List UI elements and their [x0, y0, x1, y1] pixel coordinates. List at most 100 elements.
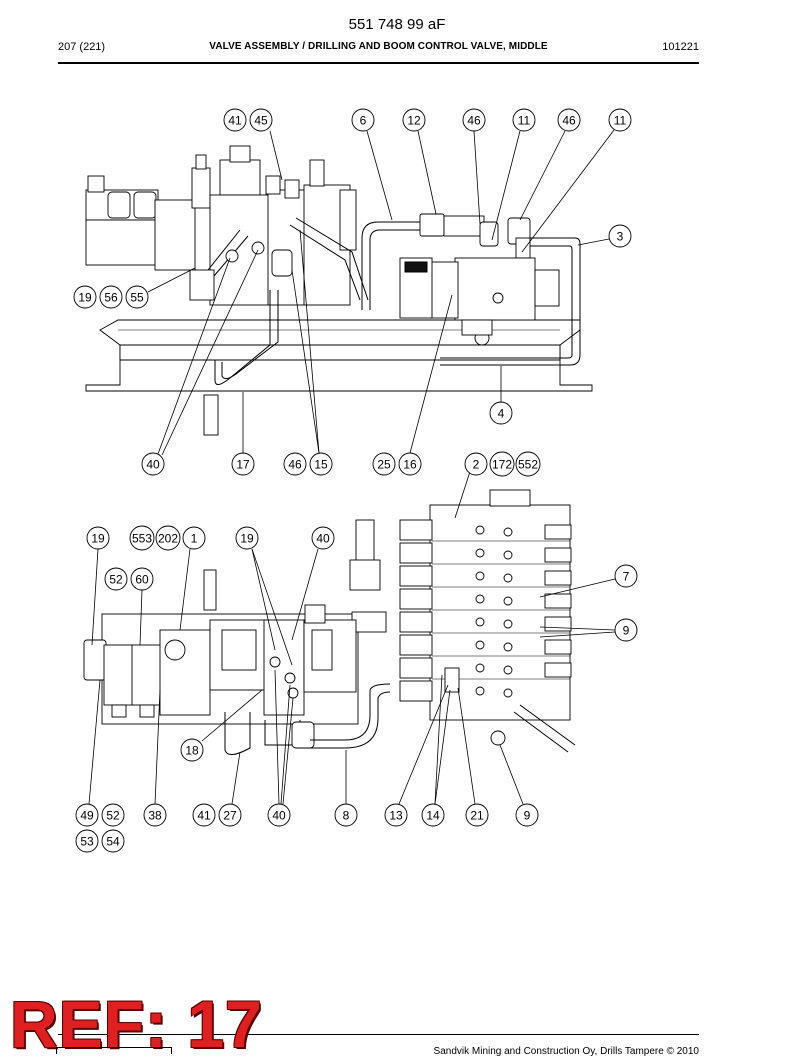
- callout-circle: [104, 567, 128, 591]
- callout-38: 38: [143, 803, 167, 827]
- callout-circle: [218, 803, 242, 827]
- page-title: VALVE ASSEMBLY / DRILLING AND BOOM CONTR…: [209, 41, 548, 52]
- callout-circle: [309, 452, 333, 476]
- page-indicator: 207 (221): [58, 41, 106, 53]
- pipe-6: [361, 221, 430, 310]
- callout-circle: [557, 108, 581, 132]
- callout-label: 41: [228, 114, 242, 128]
- callout-label: 60: [135, 573, 149, 587]
- callout-label: 9: [623, 624, 630, 638]
- callout-circle: [143, 803, 167, 827]
- callout-label: 46: [288, 458, 302, 472]
- callout-label: 15: [314, 458, 328, 472]
- callout-45: 45: [249, 108, 273, 132]
- callout-label: 27: [223, 809, 237, 823]
- callout-4: 4: [489, 401, 513, 425]
- sandvik-logo: [56, 1047, 172, 1054]
- callout-52: 52: [101, 803, 125, 827]
- callout-21: 21: [465, 803, 489, 827]
- callout-circle: [465, 803, 489, 827]
- callout-40: 40: [311, 526, 335, 550]
- callout-label: 202: [158, 532, 178, 546]
- callout-circle: [462, 108, 486, 132]
- callout-53: 53: [75, 829, 99, 853]
- callout-label: 40: [146, 458, 160, 472]
- callout-circle: [512, 108, 536, 132]
- callout-3: 3: [608, 224, 632, 248]
- callout-label: 553: [132, 532, 152, 546]
- callout-circle: [421, 803, 445, 827]
- callout-label: 56: [104, 291, 118, 305]
- callout-13: 13: [384, 803, 408, 827]
- callout-circle: [86, 526, 110, 550]
- callout-label: 45: [254, 114, 268, 128]
- callout-54: 54: [101, 829, 125, 853]
- callout-label: 14: [426, 809, 440, 823]
- callout-circle: [141, 452, 165, 476]
- callout-56: 56: [99, 285, 123, 309]
- callout-label: 12: [407, 114, 421, 128]
- callout-circle: [182, 526, 206, 550]
- callout-label: 2: [473, 458, 480, 472]
- callout-circle: [231, 452, 255, 476]
- callout-circle: [515, 803, 539, 827]
- callout-552: 552: [515, 451, 541, 477]
- callout-49: 49: [75, 803, 99, 827]
- callout-19: 19: [235, 526, 259, 550]
- callout-label: 52: [109, 573, 123, 587]
- callout-8: 8: [334, 803, 358, 827]
- callout-circle: [235, 526, 259, 550]
- callout-circle: [155, 525, 181, 551]
- callout-circle: [99, 285, 123, 309]
- callout-circle: [384, 803, 408, 827]
- callout-15: 15: [309, 452, 333, 476]
- callout-label: 40: [316, 532, 330, 546]
- callout-label: 46: [467, 114, 481, 128]
- callout-label: 49: [80, 809, 94, 823]
- callout-label: 16: [403, 458, 417, 472]
- callout-46: 46: [283, 452, 307, 476]
- callout-circle: [608, 224, 632, 248]
- callout-41: 41: [223, 108, 247, 132]
- callout-circle: [372, 452, 396, 476]
- callout-40: 40: [141, 452, 165, 476]
- callout-label: 13: [389, 809, 403, 823]
- callout-9: 9: [515, 803, 539, 827]
- callout-2: 2: [464, 452, 488, 476]
- callout-7: 7: [614, 564, 638, 588]
- callout-label: 19: [78, 291, 92, 305]
- callout-circle: [489, 401, 513, 425]
- callout-circle: [129, 525, 155, 551]
- callout-553: 553: [129, 525, 155, 551]
- callout-circle: [398, 452, 422, 476]
- callout-label: 8: [343, 809, 350, 823]
- callout-1: 1: [182, 526, 206, 550]
- callout-circle: [334, 803, 358, 827]
- callout-12: 12: [402, 108, 426, 132]
- callout-label: 6: [360, 114, 367, 128]
- footer-copyright: Sandvik Mining and Construction Oy, Dril…: [433, 1046, 699, 1057]
- callout-circle: [614, 564, 638, 588]
- callout-circle: [130, 567, 154, 591]
- footer-divider: [58, 1034, 699, 1035]
- callout-label: 25: [377, 458, 391, 472]
- callout-circle: [515, 451, 541, 477]
- callout-circle: [125, 285, 149, 309]
- callout-label: 7: [623, 570, 630, 584]
- callout-6: 6: [351, 108, 375, 132]
- callout-25: 25: [372, 452, 396, 476]
- callout-label: 9: [524, 809, 531, 823]
- callout-circle: [101, 829, 125, 853]
- callout-60: 60: [130, 567, 154, 591]
- callout-label: 41: [197, 809, 211, 823]
- callout-19: 19: [86, 526, 110, 550]
- callout-circle: [351, 108, 375, 132]
- upper-view: [85, 145, 593, 436]
- callout-52: 52: [104, 567, 128, 591]
- callout-14: 14: [421, 803, 445, 827]
- callout-27: 27: [218, 803, 242, 827]
- callout-label: 552: [518, 458, 538, 472]
- callout-label: 18: [185, 744, 199, 758]
- callout-circle: [464, 452, 488, 476]
